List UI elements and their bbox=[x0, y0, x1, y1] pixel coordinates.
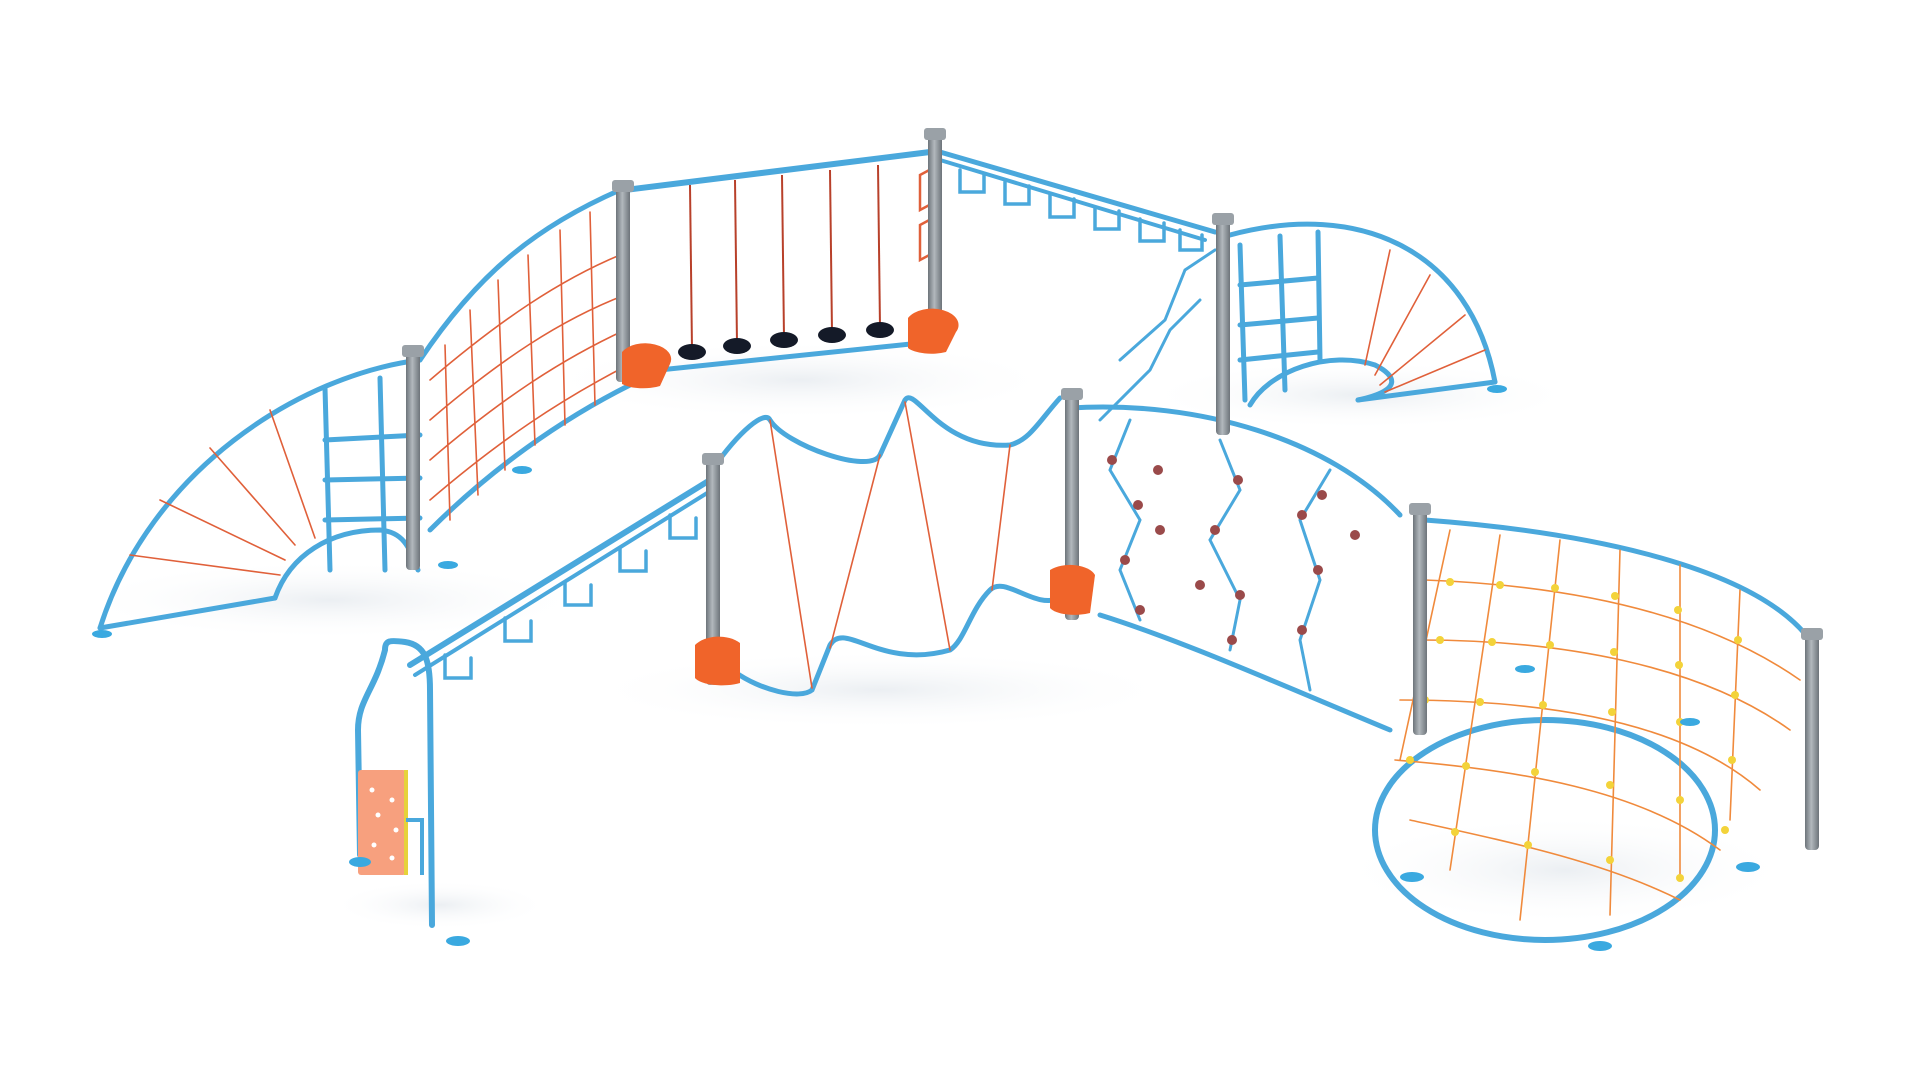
hanging-disc-rope-traverse bbox=[622, 149, 937, 375]
post bbox=[1409, 503, 1431, 735]
post bbox=[402, 345, 424, 570]
post bbox=[1801, 628, 1823, 850]
ground-feet bbox=[92, 385, 1760, 951]
post bbox=[1061, 388, 1083, 620]
entry-panel-with-climbing-holds bbox=[354, 638, 435, 928]
curved-rope-net-wall bbox=[417, 187, 633, 533]
post bbox=[612, 180, 634, 382]
post bbox=[924, 128, 946, 345]
right-fan-net-section bbox=[1227, 221, 1498, 408]
panel-holds bbox=[369, 787, 399, 861]
safety-pads bbox=[622, 308, 1095, 686]
climbing-holds bbox=[1107, 455, 1360, 645]
climbing-hold-wall bbox=[1067, 248, 1403, 733]
support-posts bbox=[402, 128, 1823, 850]
diagonal-monkey-bar-ladder bbox=[407, 477, 714, 680]
overhead-hand-ring-ladder-back bbox=[937, 149, 1218, 252]
zigzag-rope-traverse bbox=[709, 395, 1063, 697]
ground-shadows bbox=[70, 340, 1795, 930]
disc-steps bbox=[678, 322, 894, 360]
post bbox=[702, 453, 724, 685]
left-fan-net-section bbox=[97, 357, 423, 631]
post bbox=[1212, 213, 1234, 435]
